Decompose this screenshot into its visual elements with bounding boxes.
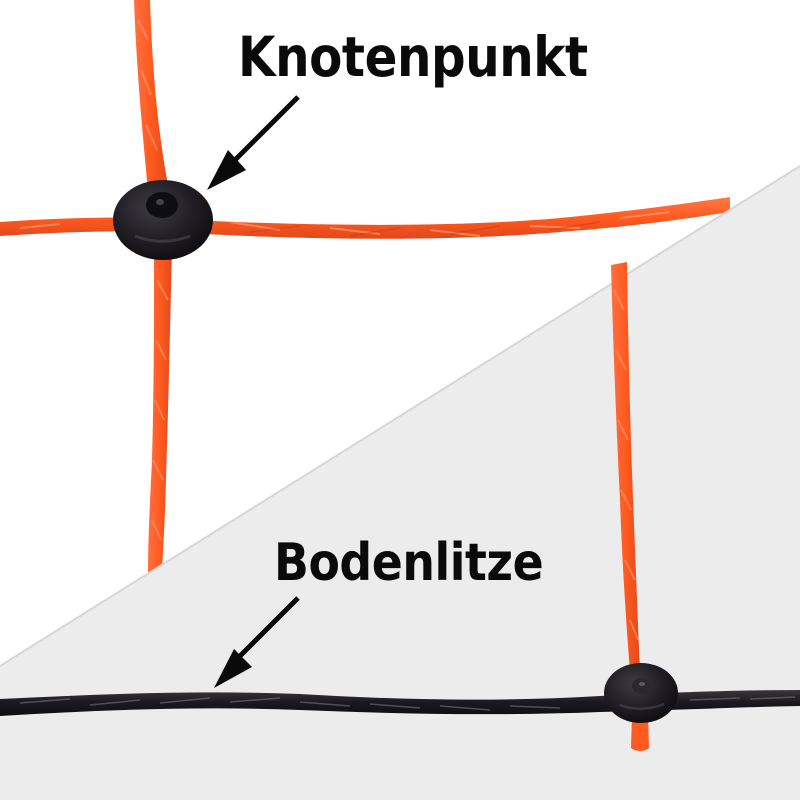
grey-background bbox=[0, 166, 800, 800]
upper-vertical-strand bbox=[134, 0, 168, 190]
ground-strand bbox=[0, 690, 800, 716]
ground-strand-arrow-icon bbox=[214, 596, 300, 688]
upper-knot bbox=[113, 180, 213, 260]
knot-label: Knotenpunkt bbox=[238, 25, 588, 89]
diagonal-divider bbox=[0, 165, 800, 667]
left-vertical-strand bbox=[148, 250, 172, 575]
lower-knot bbox=[604, 663, 678, 723]
knot-arrow-icon bbox=[207, 95, 300, 190]
right-vertical-strand bbox=[611, 262, 649, 751]
ground-strand-label: Bodenlitze bbox=[274, 533, 544, 593]
